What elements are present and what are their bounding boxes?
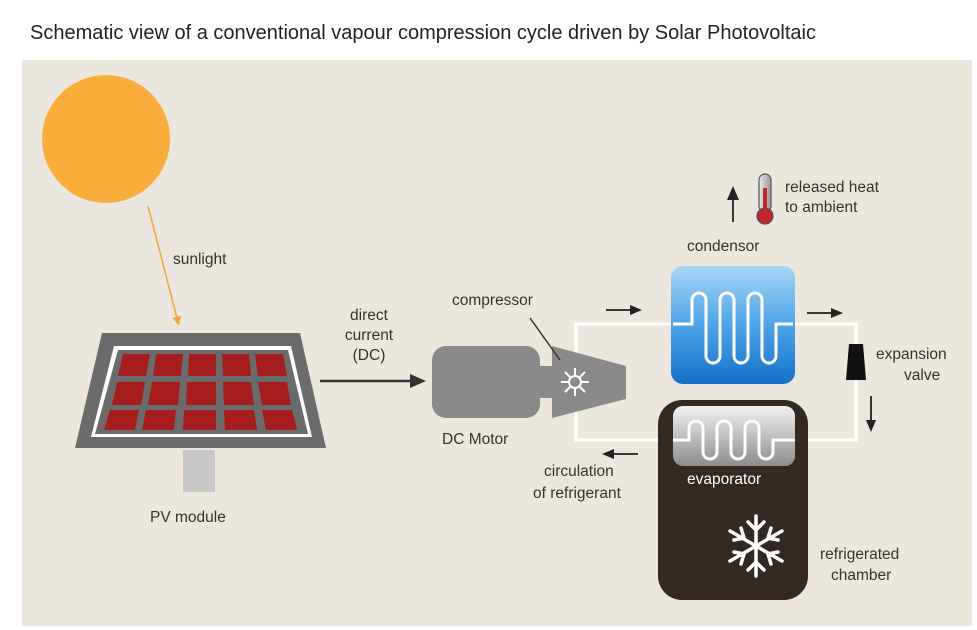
sunlight-label: sunlight xyxy=(173,251,227,268)
pv-panel-icon xyxy=(75,333,326,492)
dc-label-line1: direct xyxy=(350,307,388,324)
snowflake-icon xyxy=(728,514,784,578)
dc-motor-label: DC Motor xyxy=(442,431,509,448)
flow-arrows xyxy=(602,186,876,459)
sun-icon xyxy=(42,75,170,203)
dc-label-line3: (DC) xyxy=(352,347,386,364)
compressor-label: compressor xyxy=(452,292,533,309)
expansion-valve-icon xyxy=(846,344,866,380)
pv-module-label: PV module xyxy=(150,509,226,526)
released-heat-label-line2: to ambient xyxy=(785,199,858,216)
expansion-valve-label-line1: expansion xyxy=(876,346,947,363)
compressor-fan-icon xyxy=(561,368,589,396)
thermometer-icon xyxy=(756,173,774,225)
diagram-title: Schematic view of a conventional vapour … xyxy=(30,22,816,44)
evaporator-coil-icon xyxy=(673,406,795,466)
expansion-valve-label-line2: valve xyxy=(904,367,941,384)
dc-arrow xyxy=(320,374,426,388)
sunlight-ray xyxy=(147,205,182,326)
condensor-label: condensor xyxy=(687,238,760,255)
evaporator-label: evaporator xyxy=(687,471,762,488)
dc-label-line2: current xyxy=(344,327,394,344)
motor-icon xyxy=(432,346,552,418)
refrigerated-label-line1: refrigerated xyxy=(820,546,900,563)
condenser-coil-icon xyxy=(671,266,795,384)
circulation-label-line2: of refrigerant xyxy=(533,485,621,502)
released-heat-label-line1: released heat xyxy=(785,179,879,196)
circulation-label-line1: circulation xyxy=(544,463,614,480)
refrigerated-label-line2: chamber xyxy=(831,567,892,584)
